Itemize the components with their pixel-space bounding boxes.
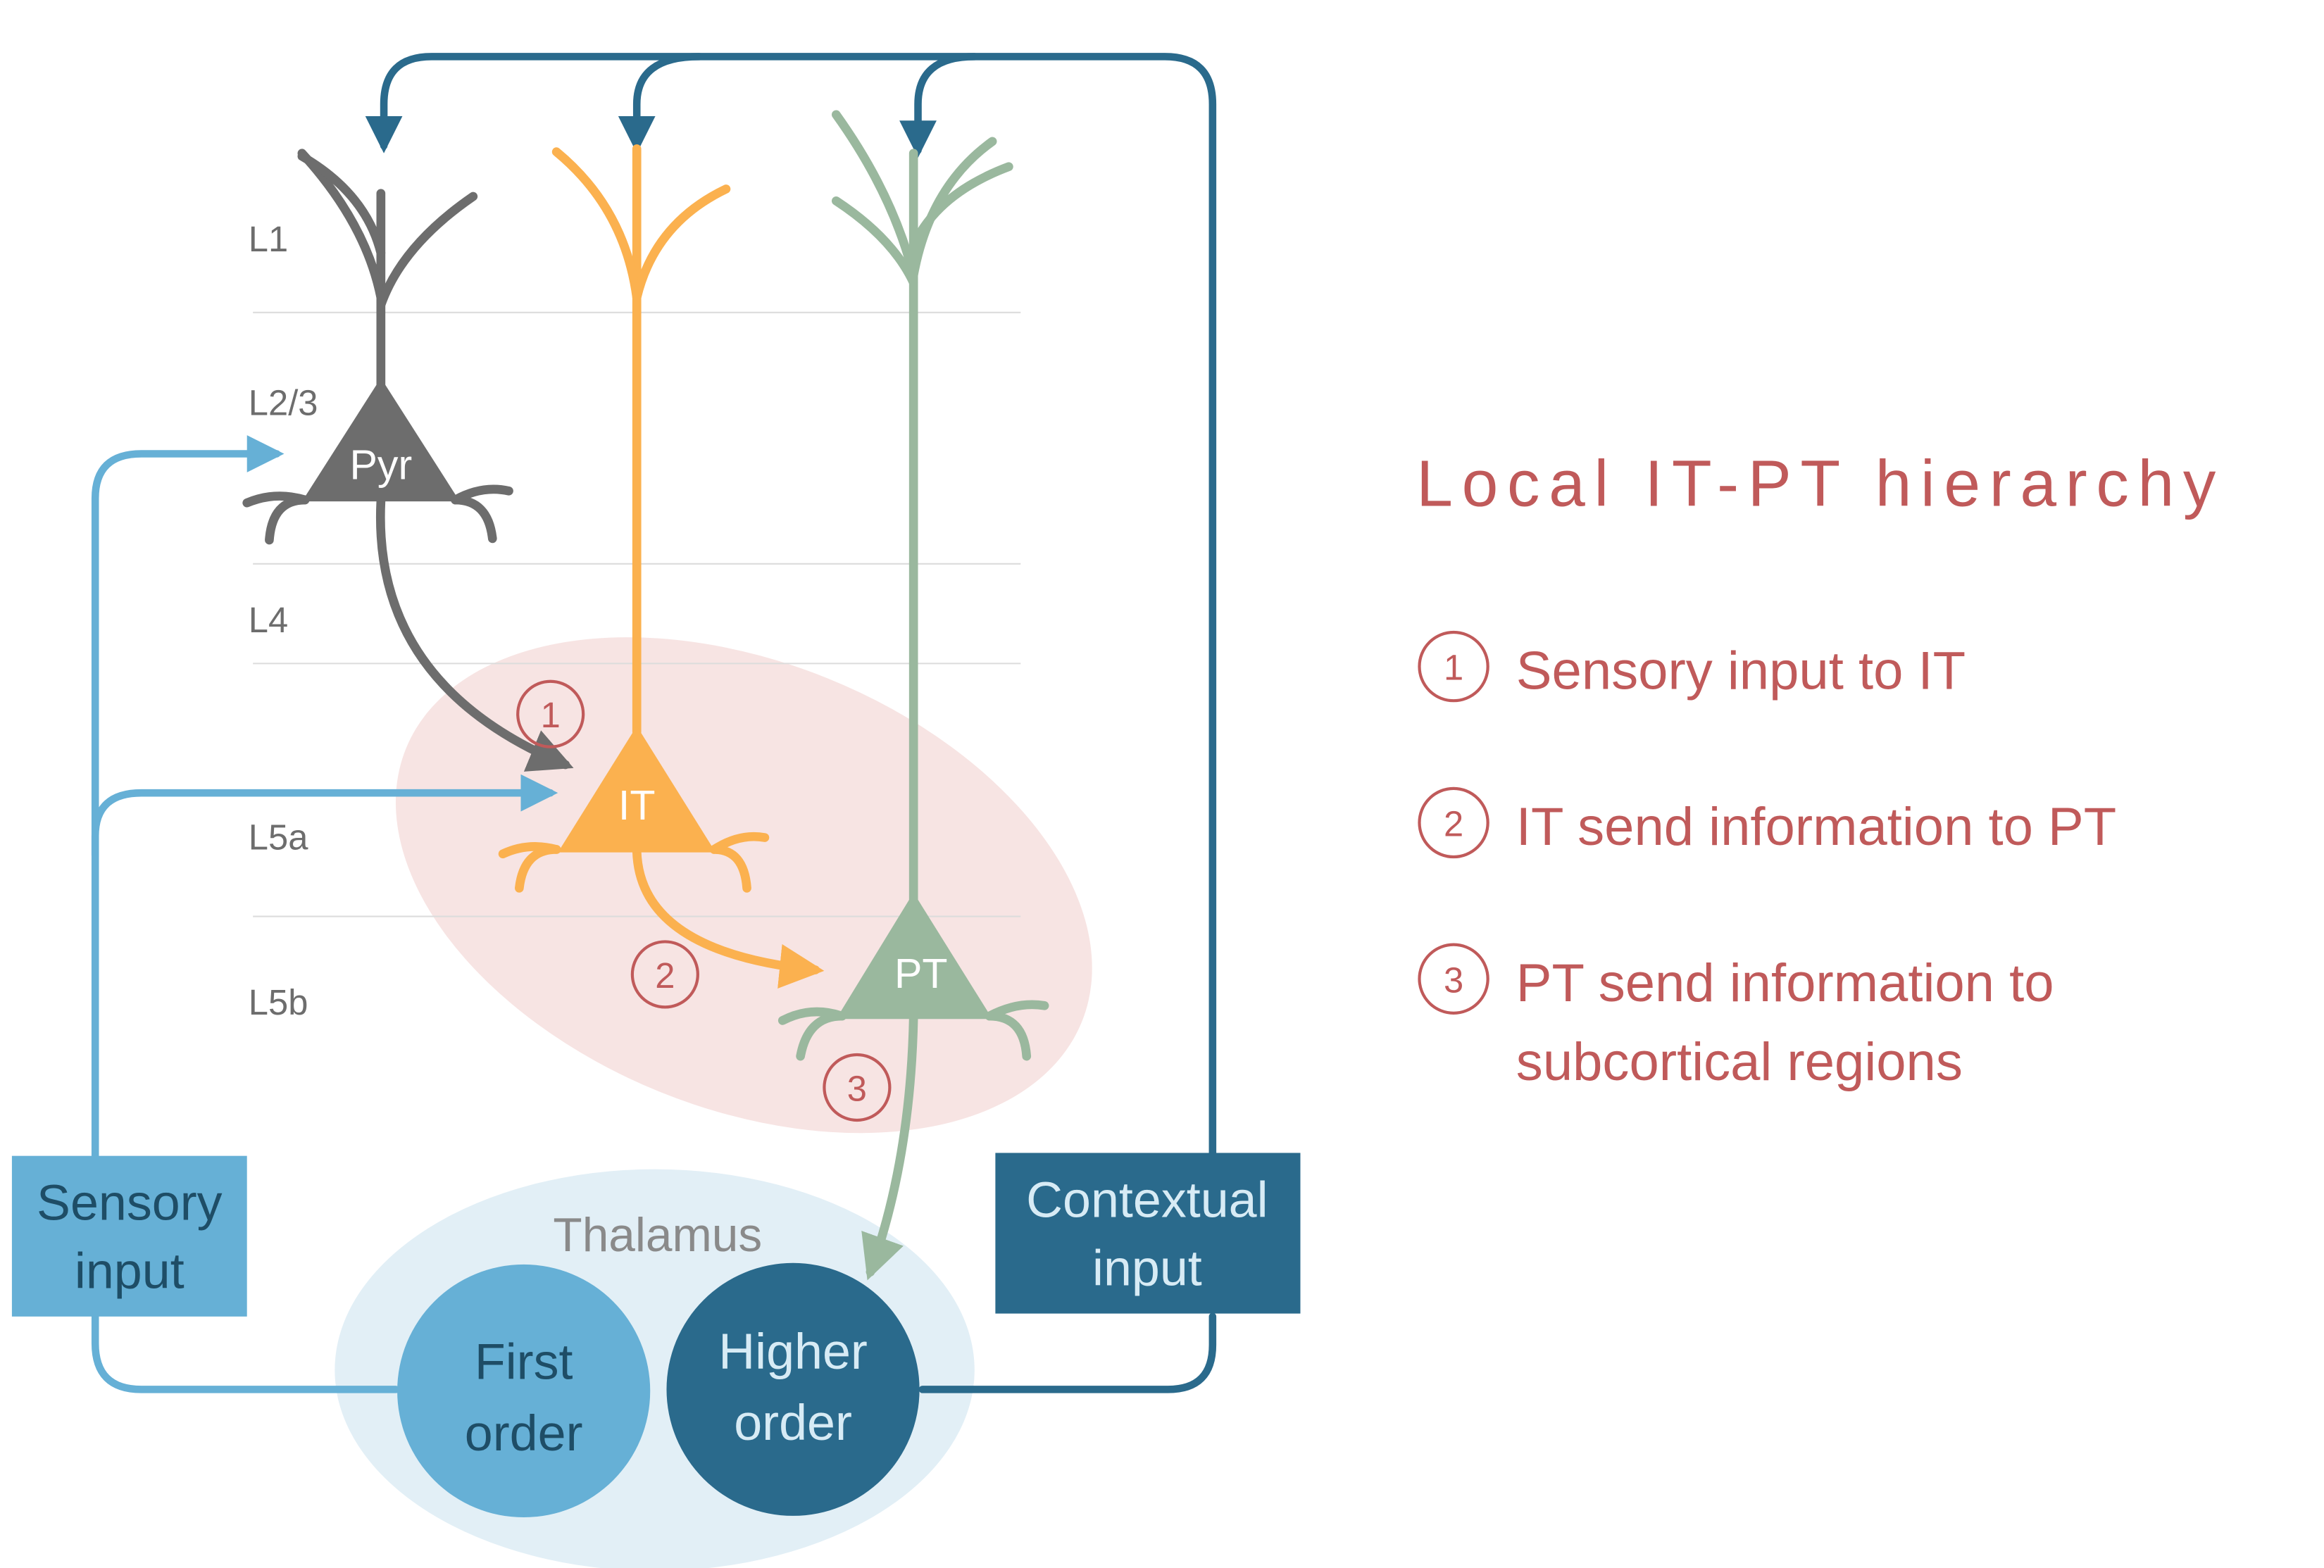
- step-marker-2: 2: [655, 955, 675, 996]
- step-marker-1-circle: [516, 679, 585, 748]
- sensory-input-pathway: [91, 435, 558, 1393]
- legend-item-2-num: 2: [1444, 803, 1463, 843]
- first-order-label-line1: First: [475, 1334, 573, 1391]
- layer-label-l1: L1: [249, 219, 288, 259]
- legend-item-3-text-line1: PT send information to: [1516, 953, 2054, 1013]
- layer-labels: L1 L2/3 L4 L5a L5b: [249, 219, 318, 1022]
- first-order-label-line2: order: [465, 1405, 583, 1462]
- pyr-neuron: [242, 149, 574, 772]
- it-soma: [558, 726, 716, 853]
- legend-item-1-num-circle: [1418, 630, 1489, 703]
- contextual-input-box: [995, 1153, 1301, 1314]
- layer-label-l23: L2/3: [249, 383, 318, 423]
- legend-item-3-num: 3: [1444, 960, 1463, 1000]
- legend-item-3-text-line2: subcortical regions: [1516, 1032, 1963, 1092]
- higher-order-nucleus: [666, 1262, 920, 1516]
- step-markers: 1 2 3: [516, 679, 892, 1122]
- sensory-input-box: [11, 1155, 247, 1317]
- contextual-input-label-line2: input: [1092, 1240, 1202, 1296]
- step-marker-3: 3: [847, 1069, 867, 1109]
- sensory-input-label-line1: Sensory: [37, 1175, 223, 1231]
- higher-order-label-line1: Higher: [718, 1324, 868, 1380]
- step-marker-1: 1: [541, 695, 561, 735]
- sensory-input-label-line2: input: [75, 1243, 185, 1300]
- higher-order-label-line2: order: [734, 1395, 852, 1451]
- layer-label-l5b: L5b: [249, 982, 308, 1022]
- step-marker-2-circle: [630, 940, 699, 1009]
- pt-neuron: [777, 110, 1049, 1281]
- pt-soma: [836, 892, 993, 1020]
- pyr-soma: [301, 377, 460, 502]
- legend-item-2-text: IT send information to PT: [1516, 797, 2116, 857]
- it-neuron: [498, 144, 825, 989]
- layer-label-l4: L4: [249, 600, 288, 640]
- contextual-feedback-pathway: [365, 53, 1217, 1393]
- pyr-label: Pyr: [349, 441, 412, 488]
- step-marker-3-circle: [823, 1053, 892, 1122]
- contextual-input-label-line1: Contextual: [1026, 1172, 1268, 1228]
- legend-title: Local IT-PT hierarchy: [1416, 446, 2225, 520]
- pt-label: PT: [894, 950, 948, 997]
- legend: Local IT-PT hierarchy 1 Sensory input to…: [1416, 446, 2225, 1092]
- layer-label-l5a: L5a: [249, 817, 308, 857]
- legend-item-3-num-circle: [1418, 943, 1489, 1015]
- legend-item-2-num-circle: [1418, 786, 1489, 859]
- thalamus-label: Thalamus: [553, 1209, 762, 1262]
- first-order-nucleus: [397, 1264, 651, 1518]
- legend-item-1-num: 1: [1444, 648, 1463, 688]
- legend-item-1-text: Sensory input to IT: [1516, 641, 1966, 701]
- it-label: IT: [618, 782, 656, 829]
